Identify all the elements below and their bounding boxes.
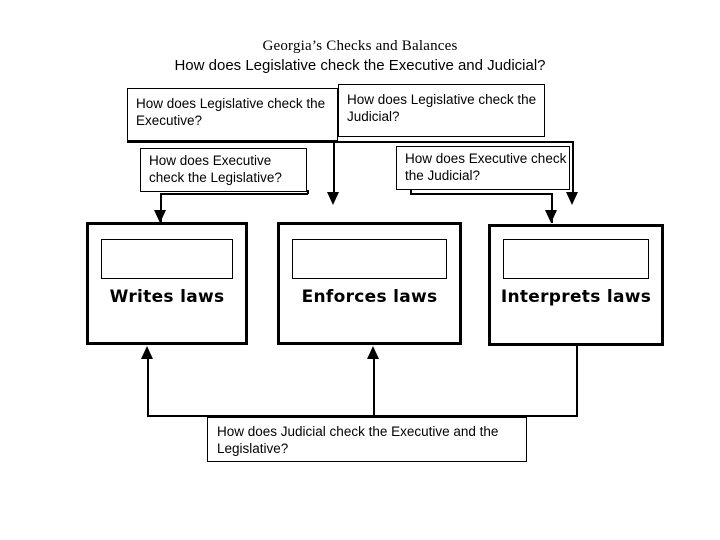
arrowhead-legislative-to-executive xyxy=(327,192,339,205)
branch-label-judicial: Interprets laws xyxy=(500,287,652,307)
branch-box-judicial[interactable]: Interprets laws xyxy=(488,224,664,346)
branch-label-executive: Enforces laws xyxy=(301,287,438,307)
page-subtitle: How does Legislative check the Executive… xyxy=(174,57,546,74)
drop-executive-to-judicial xyxy=(551,193,553,223)
drop-legislative-to-executive xyxy=(333,141,335,194)
riser-executive-to-legislative xyxy=(307,190,309,194)
riser-judicial-to-legislative xyxy=(147,358,149,416)
answer-slot-legislative[interactable] xyxy=(101,239,233,279)
question-legislative-checks-judicial[interactable]: How does Legislative check the Judicial? xyxy=(338,84,545,137)
drop-legislative-to-judicial xyxy=(572,141,574,194)
answer-slot-judicial[interactable] xyxy=(503,239,649,279)
branch-box-legislative[interactable]: Writes laws xyxy=(86,222,248,345)
arrowhead-executive-to-judicial xyxy=(545,210,557,223)
page-title: Georgia’s Checks and Balances xyxy=(262,38,458,54)
drop-judicial-return xyxy=(576,345,578,416)
question-executive-checks-judicial[interactable]: How does Executive check the Judicial? xyxy=(396,146,570,190)
drop-executive-to-legislative xyxy=(160,193,162,223)
arrowhead-judicial-to-executive xyxy=(367,346,379,359)
arrowhead-judicial-to-legislative xyxy=(141,346,153,359)
arrowhead-executive-to-legislative xyxy=(154,210,166,223)
rail-legislative-to-executive xyxy=(127,141,333,143)
question-judicial-checks-both[interactable]: How does Judicial check the Executive an… xyxy=(207,417,527,462)
question-legislative-checks-executive[interactable]: How does Legislative check the Executive… xyxy=(127,88,338,141)
arrowhead-legislative-to-judicial xyxy=(566,192,578,205)
rail-judicial-return xyxy=(147,415,578,417)
question-executive-checks-legislative[interactable]: How does Executive check the Legislative… xyxy=(140,148,307,192)
rail-executive-to-legislative xyxy=(160,193,308,195)
riser-executive-to-judicial xyxy=(410,190,412,194)
rail-legislative-to-judicial xyxy=(333,141,573,143)
branch-box-executive[interactable]: Enforces laws xyxy=(277,222,462,345)
answer-slot-executive[interactable] xyxy=(292,239,447,279)
rail-executive-to-judicial xyxy=(410,193,552,195)
riser-judicial-to-executive xyxy=(373,358,375,416)
branch-label-legislative: Writes laws xyxy=(109,287,225,307)
